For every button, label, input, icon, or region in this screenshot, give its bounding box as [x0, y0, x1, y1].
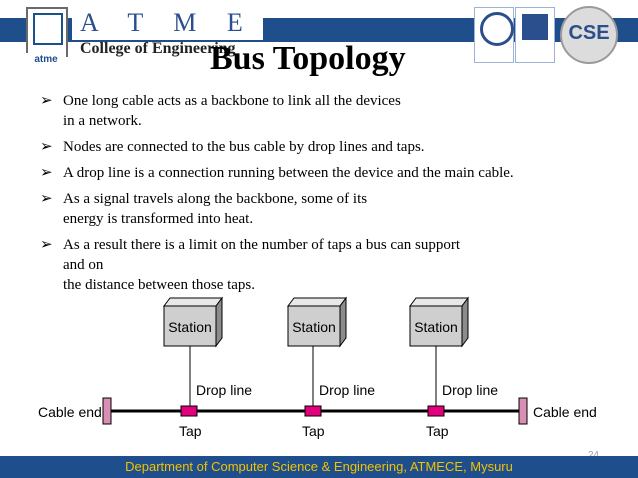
tap-marker: [180, 405, 198, 417]
arrow-bullet-icon: ➢: [40, 165, 53, 181]
page-number: 24: [588, 450, 599, 461]
bullet-item: ➢ As a result there is a limit on the nu…: [40, 235, 620, 295]
cable-end-left-marker: [102, 397, 112, 425]
bullet-item: ➢ One long cable acts as a backbone to l…: [40, 91, 620, 131]
bullet-text: As a result there is a limit on the numb…: [63, 237, 460, 253]
atme-logo: [26, 7, 68, 57]
arrow-bullet-icon: ➢: [40, 237, 53, 253]
bullet-item: ➢ Nodes are connected to the bus cable b…: [40, 137, 620, 157]
atme-logo-tag: atme: [26, 53, 66, 67]
arrow-bullet-icon: ➢: [40, 93, 53, 109]
station-2: Station Drop line Tap: [287, 296, 375, 439]
tap-marker: [304, 405, 322, 417]
cable-end-left-label: Cable end: [38, 404, 102, 420]
arrow-bullet-icon: ➢: [40, 139, 53, 155]
bullet-text: and on: [63, 257, 104, 273]
bullet-text: A drop line is a connection running betw…: [63, 165, 514, 181]
tap-label: Tap: [302, 423, 325, 439]
slide-title: Bus Topology: [210, 40, 406, 77]
bullet-text: energy is transformed into heat.: [63, 211, 254, 227]
station-3: Station Drop line Tap: [409, 296, 498, 439]
college-name: College of Engineering: [80, 40, 236, 57]
station-label: Station: [414, 319, 458, 335]
ukas-badge: [515, 7, 555, 63]
drop-line-label: Drop line: [196, 382, 252, 398]
header-bar: atme A T M E College of Engineering CSE …: [0, 0, 638, 77]
drop-line-label: Drop line: [442, 382, 498, 398]
tap-label: Tap: [179, 423, 202, 439]
station-label: Station: [168, 319, 212, 335]
station-label: Station: [292, 319, 336, 335]
cable-end-right-marker: [518, 397, 528, 425]
bullet-text: in a network.: [63, 113, 142, 129]
bullet-item: ➢ A drop line is a connection running be…: [40, 163, 620, 183]
bullet-text: One long cable acts as a backbone to lin…: [63, 93, 401, 109]
atme-letters: A T M E: [72, 6, 263, 40]
aja-certification-badge: [474, 7, 514, 63]
bullet-item: ➢ As a signal travels along the backbone…: [40, 189, 620, 229]
tap-label: Tap: [426, 423, 449, 439]
bullet-text: the distance between those taps.: [63, 277, 256, 293]
bus-topology-diagram: Cable end Cable end Station Drop line Ta…: [38, 296, 597, 439]
footer-text: Department of Computer Science & Enginee…: [125, 459, 513, 474]
bullet-text: As a signal travels along the backbone, …: [63, 191, 368, 207]
station-1: Station Drop line Tap: [163, 296, 252, 439]
tap-marker: [427, 405, 445, 417]
cse-badge: CSE: [560, 6, 618, 64]
arrow-bullet-icon: ➢: [40, 191, 53, 207]
bullet-list: ➢ One long cable acts as a backbone to l…: [40, 91, 620, 301]
bullet-text: Nodes are connected to the bus cable by …: [63, 139, 425, 155]
drop-line-label: Drop line: [319, 382, 375, 398]
cable-end-right-label: Cable end: [533, 404, 597, 420]
footer-bar: Department of Computer Science & Enginee…: [0, 456, 638, 478]
